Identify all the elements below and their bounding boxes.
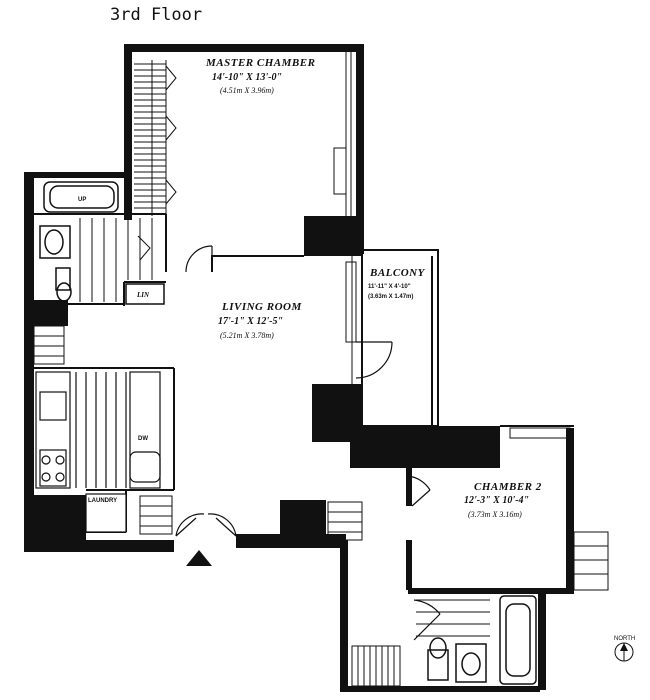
chamber2-name: CHAMBER 2 — [474, 481, 542, 493]
doors — [175, 245, 441, 641]
north-arrow: NORTH — [614, 636, 635, 662]
bath-2 — [427, 595, 537, 685]
hatched-closets — [33, 325, 609, 687]
living-name: LIVING ROOM — [221, 301, 302, 313]
living-dims: 17'-1" X 12'-5" — [218, 316, 283, 327]
floor-title: 3rd Floor — [110, 5, 202, 25]
dw-label: DW — [138, 436, 148, 442]
living-metric: (5.21m X 3.78m) — [220, 331, 274, 340]
master-windows — [333, 52, 357, 384]
up-label: UP — [78, 197, 86, 203]
balcony-metric: (3.63m X 1.47m) — [368, 294, 413, 300]
north-label: NORTH — [614, 636, 635, 642]
master-name: MASTER CHAMBER — [205, 57, 315, 69]
chamber2-dims: 12'-3" X 10'-4" — [464, 495, 529, 506]
laundry-closet — [85, 493, 127, 533]
entry-arrow — [186, 550, 212, 566]
master-closet — [134, 60, 177, 216]
walls — [24, 44, 574, 692]
bath-1 — [39, 181, 119, 302]
linen-closet — [125, 283, 165, 305]
chamber2-metric: (3.73m X 3.16m) — [468, 510, 522, 519]
kitchen — [35, 371, 161, 489]
master-dims: 14'-10" X 13'-0" — [212, 72, 282, 83]
bath-closet — [79, 218, 153, 302]
thin-walls — [34, 213, 574, 686]
lin-label: LIN — [136, 291, 150, 299]
room-labels: MASTER CHAMBER 14'-10" X 13'-0" (4.51m X… — [205, 57, 542, 519]
balcony-name: BALCONY — [369, 267, 426, 279]
master-metric: (4.51m X 3.96m) — [220, 86, 274, 95]
laundry-label: LAUNDRY — [88, 498, 117, 504]
balcony-dims: 11'-11" X 4'-10" — [368, 284, 411, 290]
